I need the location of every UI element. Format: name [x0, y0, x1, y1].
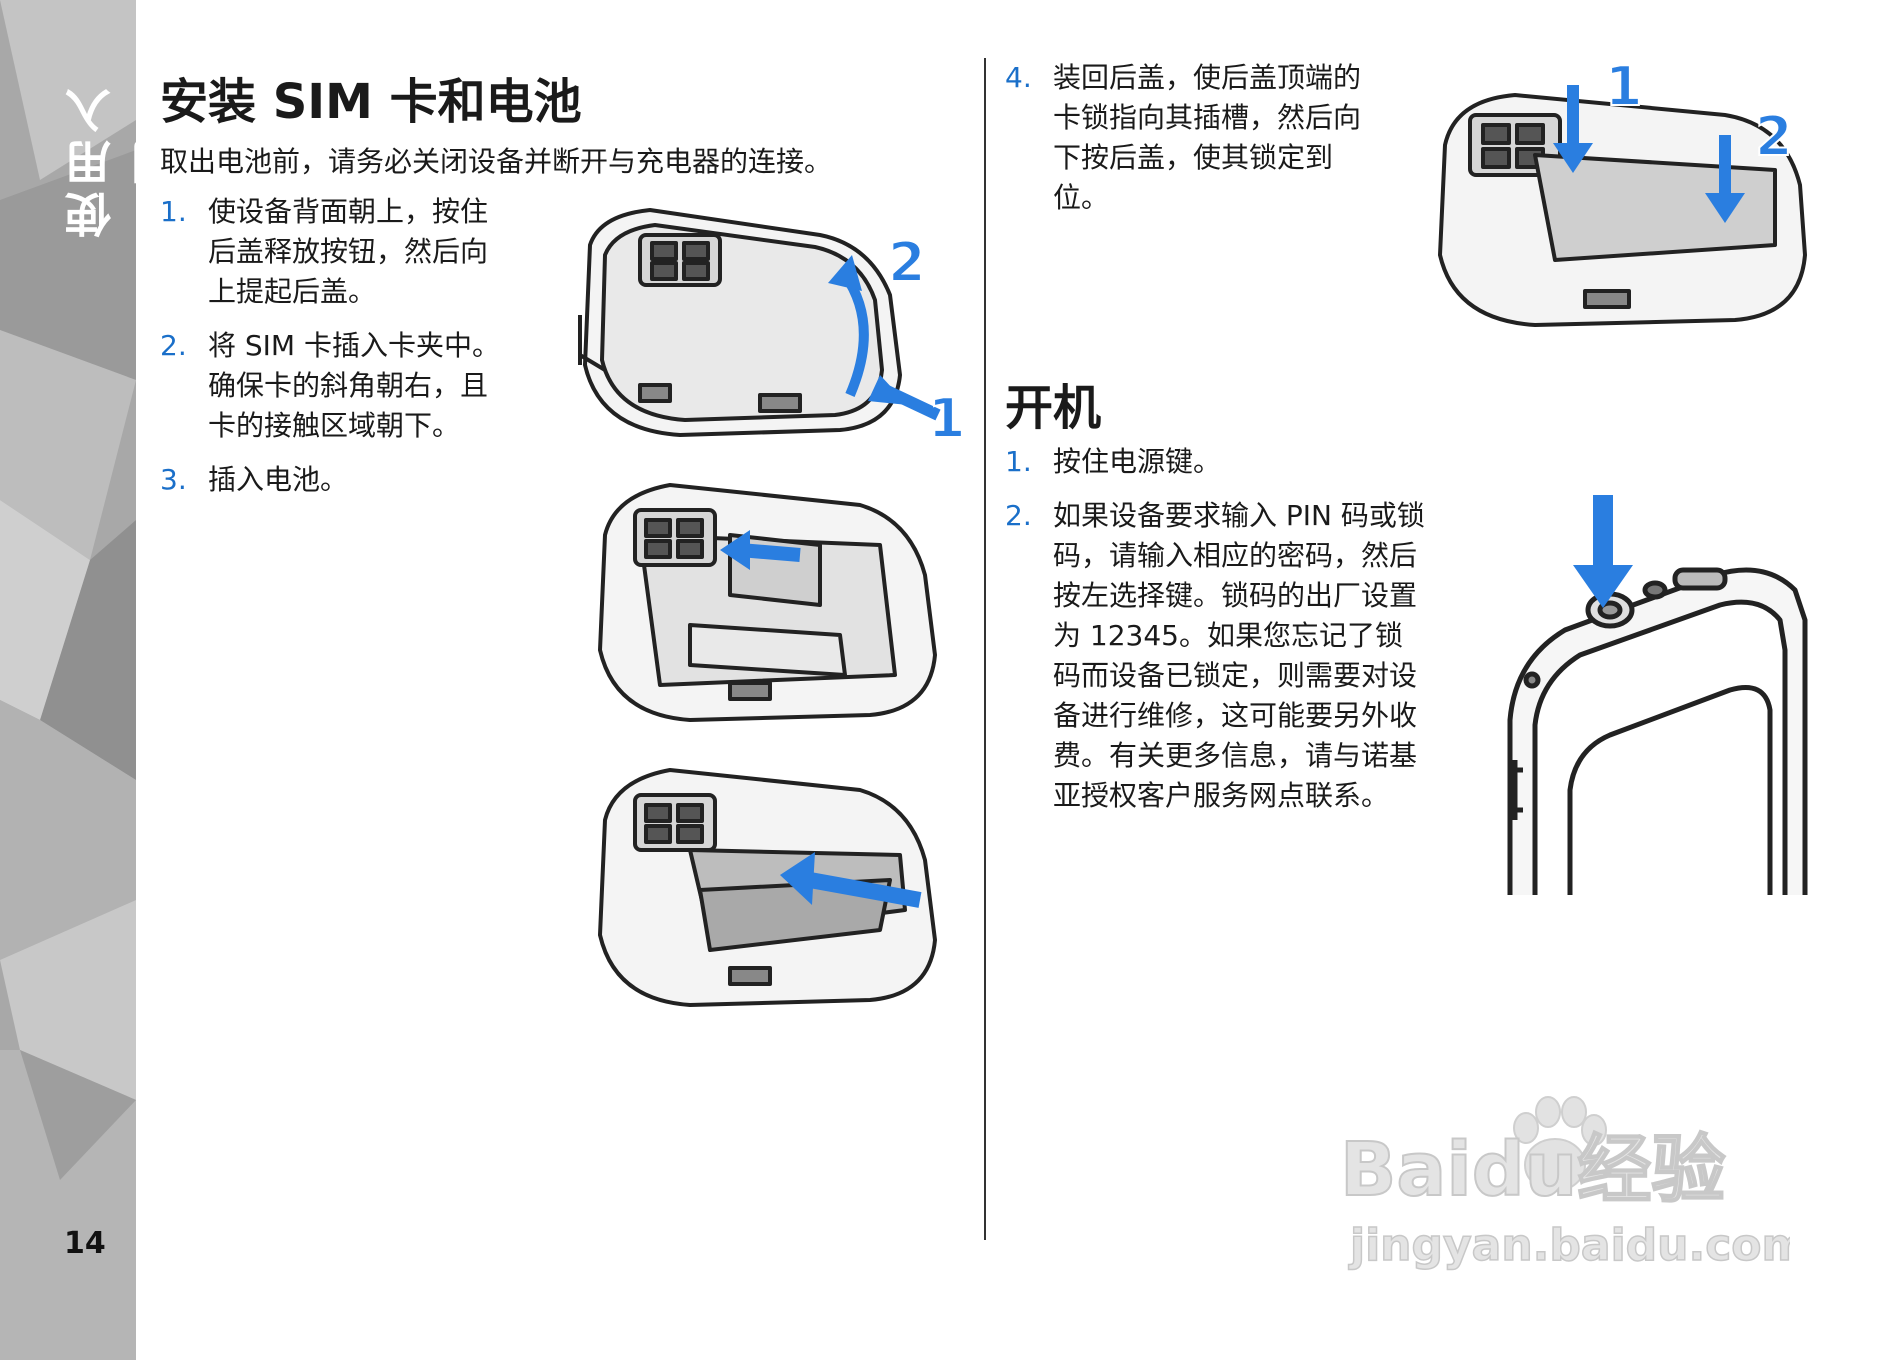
sidebar: 使用入门 14 [0, 0, 136, 1360]
step-line: 按左选择键。锁码的出厂设置 [1053, 579, 1418, 612]
step-line: 如果设备要求输入 PIN 码或锁 [1053, 499, 1425, 532]
illustration-remove-cover: 2 1 [578, 208, 967, 451]
step-1: 1. 按住电源键。 [1005, 442, 1485, 482]
watermark-url: jingyan.baidu.com [1348, 1220, 1790, 1271]
page-number: 14 [64, 1226, 106, 1261]
step-2: 2. 将 SIM 卡插入卡夹中。 确保卡的斜角朝右，且 卡的接触区域朝下。 [160, 326, 560, 446]
step-line: 费。有关更多信息，请与诺基 [1053, 739, 1418, 772]
column-divider [984, 58, 986, 1240]
step-3: 3. 插入电池。 [160, 460, 560, 500]
step-line: 下按后盖，使其锁定到 [1053, 141, 1334, 174]
step-line: 使设备背面朝上，按住 [208, 195, 489, 228]
step-line: 卡的接触区域朝下。 [208, 409, 461, 442]
step-4: 4. 装回后盖，使后盖顶端的 卡锁指向其插槽，然后向 下按后盖，使其锁定到 位。 [1005, 58, 1385, 218]
step-line: 卡锁指向其插槽，然后向 [1053, 101, 1362, 134]
callout-1: 1 [1605, 55, 1643, 118]
step-number: 1. [160, 195, 187, 228]
install-step-4: 4. 装回后盖，使后盖顶端的 卡锁指向其插槽，然后向 下按后盖，使其锁定到 位。 [1005, 58, 1385, 232]
section-title-power-on: 开机 [1005, 380, 1102, 436]
step-number: 2. [160, 329, 187, 362]
sidebar-pattern [0, 0, 136, 1360]
illustration-insert-battery [598, 768, 937, 1007]
step-number: 4. [1005, 61, 1032, 94]
right-column: 4. 装回后盖，使后盖顶端的 卡锁指向其插槽，然后向 下按后盖，使其锁定到 位。… [1005, 0, 1825, 1360]
paw-icon [1513, 1096, 1607, 1192]
baidu-watermark: Baidu经验 jingyan.baidu.com [1339, 1096, 1790, 1272]
intro-text: 取出电池前，请务必关闭设备并断开与充电器的连接。 [160, 145, 833, 178]
step-line: 位。 [1053, 181, 1110, 214]
step-line: 为 12345。如果您忘记了锁 [1053, 619, 1403, 652]
step-line: 码而设备已锁定，则需要对设 [1053, 659, 1418, 692]
step-number: 2. [1005, 499, 1032, 532]
watermark-brand: Baidu经验 [1340, 1127, 1725, 1213]
callout-2: 2 [1755, 105, 1793, 168]
callout-2: 2 [888, 231, 926, 294]
step-line: 装回后盖，使后盖顶端的 [1053, 61, 1362, 94]
section-label: 使用入门 [64, 82, 136, 238]
illustration-replace-cover: 1 2 [1438, 55, 1807, 327]
step-number: 1. [1005, 445, 1032, 478]
step-line: 将 SIM 卡插入卡夹中。 [208, 329, 500, 362]
step-number: 3. [160, 463, 187, 496]
illustration-power-key [1507, 495, 1808, 895]
step-line: 确保卡的斜角朝右，且 [208, 369, 489, 402]
power-on-steps: 1. 按住电源键。 2. 如果设备要求输入 PIN 码或锁 码，请输入相应的密码… [1005, 442, 1485, 830]
step-line: 按住电源键。 [1053, 445, 1222, 478]
step-line: 插入电池。 [208, 463, 349, 496]
step-line: 后盖释放按钮，然后向 [208, 235, 489, 268]
callout-1: 1 [928, 387, 966, 450]
step-1: 1. 使设备背面朝上，按住 后盖释放按钮，然后向 上提起后盖。 [160, 192, 560, 312]
illustration-insert-sim [598, 483, 937, 722]
step-2: 2. 如果设备要求输入 PIN 码或锁 码，请输入相应的密码，然后 按左选择键。… [1005, 496, 1485, 816]
step-line: 备进行维修，这可能要另外收 [1053, 699, 1418, 732]
section-title-install: 安装 SIM 卡和电池 [160, 74, 582, 130]
left-column: 安装 SIM 卡和电池 取出电池前，请务必关闭设备并断开与充电器的连接。 1. … [160, 0, 975, 1360]
step-line: 码，请输入相应的密码，然后 [1053, 539, 1418, 572]
step-line: 上提起后盖。 [208, 275, 377, 308]
step-line: 亚授权客户服务网点联系。 [1053, 779, 1390, 812]
install-steps: 1. 使设备背面朝上，按住 后盖释放按钮，然后向 上提起后盖。 2. 将 SIM… [160, 192, 560, 514]
